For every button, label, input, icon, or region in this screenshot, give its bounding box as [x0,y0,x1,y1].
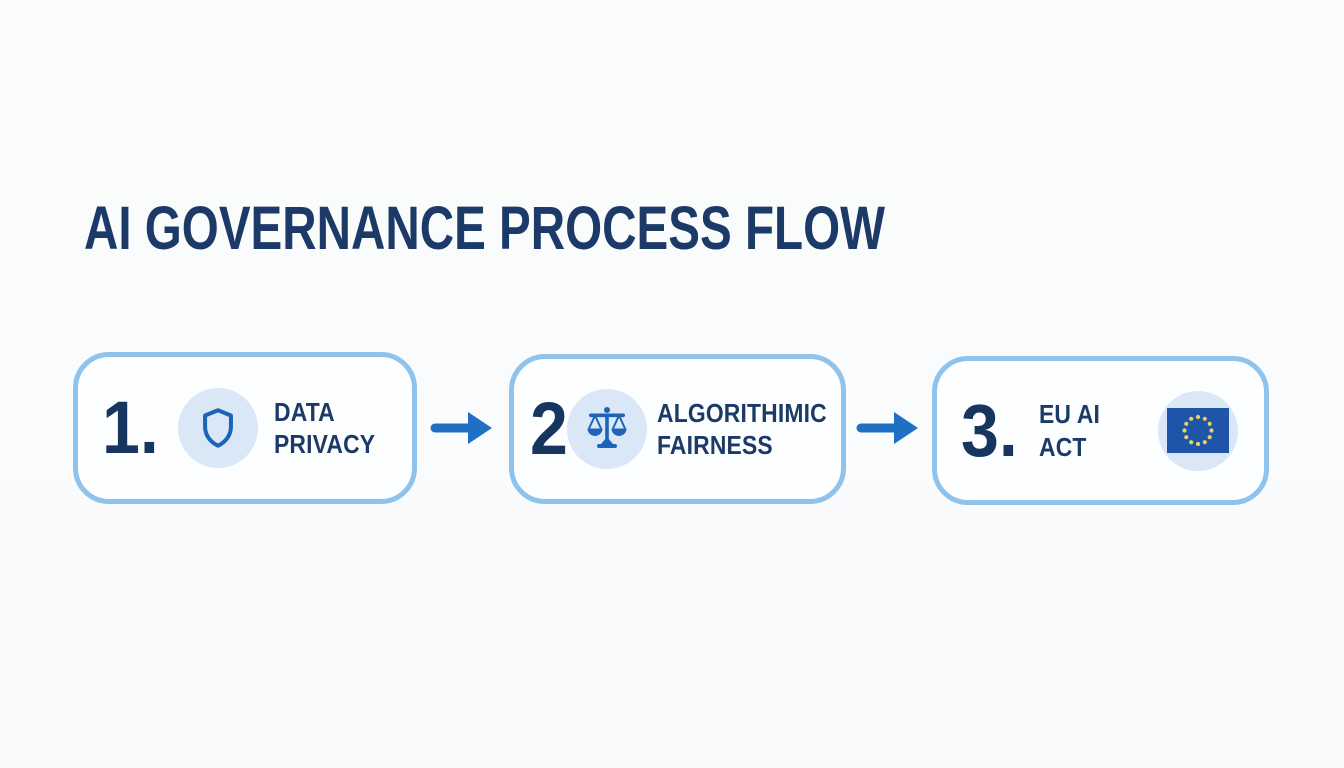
step-number-3: 3. [961,388,1018,472]
step-number-1: 1. [102,386,159,469]
step-label-algorithmic-fairness: ALGORITHIMIC FAIRNESS [657,397,828,460]
step-card-eu-ai-act: 3. EU AI ACT [932,356,1269,505]
eu-flag-icon [1167,408,1229,453]
page-title: AI GOVERNANCE PROCESS FLOW [84,194,885,262]
scales-icon [587,407,627,448]
icon-circle-scales [567,389,648,469]
flow-arrow-2 [856,412,918,444]
icon-circle-shield [177,388,258,468]
icon-circle-eu-flag [1158,390,1238,471]
shield-icon [202,408,233,448]
step-number-2: 2 [530,387,568,470]
step-label-eu-ai-act: EU AI ACT [1038,399,1100,462]
step-label-data-privacy: DATA PRIVACY [273,396,375,459]
step-card-algorithmic-fairness: 2 ALGORITHIMIC FAIRNESS [509,354,846,504]
flow-arrow-1 [430,412,492,444]
step-card-data-privacy: 1. DATA PRIVACY [73,352,417,504]
